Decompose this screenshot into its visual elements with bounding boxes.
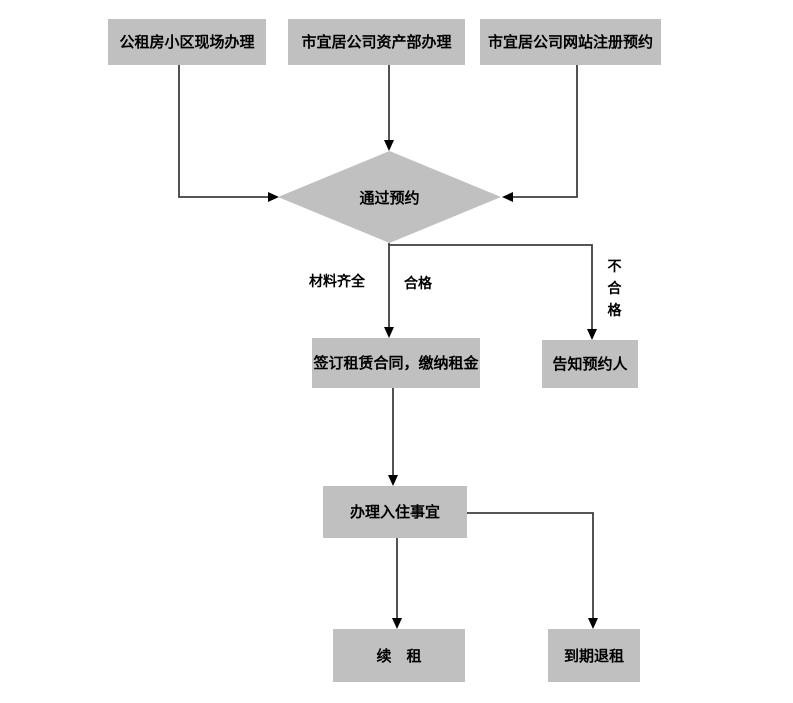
node-lease-expiry-return: 到期退租	[548, 629, 640, 682]
node-website-reservation-label: 市宜居公司网站注册预约	[487, 33, 653, 51]
node-onsite-processing: 公租房小区现场办理	[108, 19, 266, 65]
node-notify-applicant-label: 告知预约人	[552, 355, 628, 373]
node-website-reservation: 市宜居公司网站注册预约	[480, 19, 661, 65]
arrowhead-checkin-to-terminate	[588, 618, 598, 629]
connector-website-to-decision	[513, 65, 578, 198]
connector-onsite-to-decision	[178, 65, 268, 198]
node-renew-lease-label: 续 租	[376, 646, 422, 665]
arrowhead-assetdept-to-decision	[384, 140, 394, 151]
edge-label-qualified: 合格	[404, 276, 432, 292]
edge-label-not-qualified: 不合格	[607, 259, 622, 319]
edge-label-materials-complete: 材料齐全	[309, 274, 365, 290]
node-asset-dept-processing: 市宜居公司资产部办理	[288, 19, 465, 65]
node-notify-applicant: 告知预约人	[542, 340, 638, 388]
node-sign-contract-pay-rent-label: 签订租赁合同，缴纳租金	[313, 354, 479, 372]
node-checkin-procedures-label: 办理入住事宜	[349, 503, 440, 521]
arrowhead-checkin-to-renew	[392, 618, 402, 629]
arrowhead-sign-to-checkin	[388, 475, 398, 486]
arrowhead-website-to-decision	[502, 192, 513, 202]
arrowhead-decision-to-notify	[587, 329, 597, 340]
arrowhead-decision-to-sign	[384, 327, 394, 338]
node-renew-lease: 续 租	[333, 629, 465, 682]
node-asset-dept-processing-label: 市宜居公司资产部办理	[301, 33, 452, 51]
node-onsite-processing-label: 公租房小区现场办理	[119, 33, 255, 51]
connector-decision-to-notify	[389, 244, 593, 329]
node-checkin-procedures: 办理入住事宜	[323, 486, 467, 538]
arrowhead-onsite-to-decision	[268, 192, 279, 202]
node-sign-contract-pay-rent: 签订租赁合同，缴纳租金	[312, 338, 480, 388]
connector-checkin-to-terminate	[467, 512, 594, 618]
decision-pass-reservation-label: 通过预约	[359, 188, 420, 207]
node-lease-expiry-return-label: 到期退租	[563, 646, 624, 665]
